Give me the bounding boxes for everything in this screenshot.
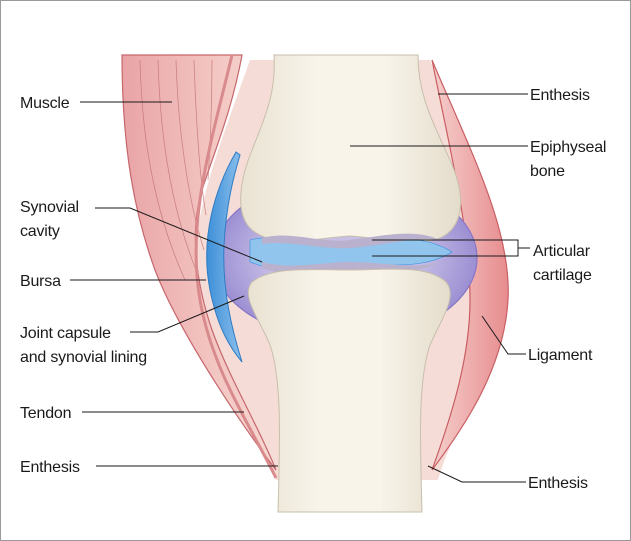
muscle-fibers xyxy=(139,59,213,281)
articular-cartilage-upper xyxy=(262,233,440,249)
leader-lines xyxy=(70,93,530,483)
upper-bone xyxy=(240,54,462,243)
label-ligament: Ligament xyxy=(528,347,593,364)
label-joint-capsule-line1: Joint capsule xyxy=(20,325,111,342)
label-bursa: Bursa xyxy=(20,273,61,290)
lower-bone xyxy=(247,268,451,513)
label-synovial-cavity-line2: cavity xyxy=(20,223,60,240)
label-enthesis-bottom-right: Enthesis xyxy=(528,475,588,492)
label-synovial-cavity-line1: Synovial xyxy=(20,199,79,216)
label-articular-cartilage-line2: cartilage xyxy=(533,267,592,284)
label-enthesis-top-right: Enthesis xyxy=(530,87,590,104)
tendon xyxy=(194,54,278,479)
label-joint-capsule-line2: and synovial lining xyxy=(20,349,147,366)
label-epiphyseal-bone-line1: Epiphyseal xyxy=(530,139,606,156)
label-muscle: Muscle xyxy=(20,95,70,112)
label-articular-cartilage-line1: Articular xyxy=(533,243,591,260)
label-tendon: Tendon xyxy=(20,405,71,422)
muscle xyxy=(121,54,277,471)
label-epiphyseal-bone-line2: bone xyxy=(530,163,565,180)
bursa xyxy=(206,151,243,363)
label-enthesis-left: Enthesis xyxy=(20,459,80,476)
